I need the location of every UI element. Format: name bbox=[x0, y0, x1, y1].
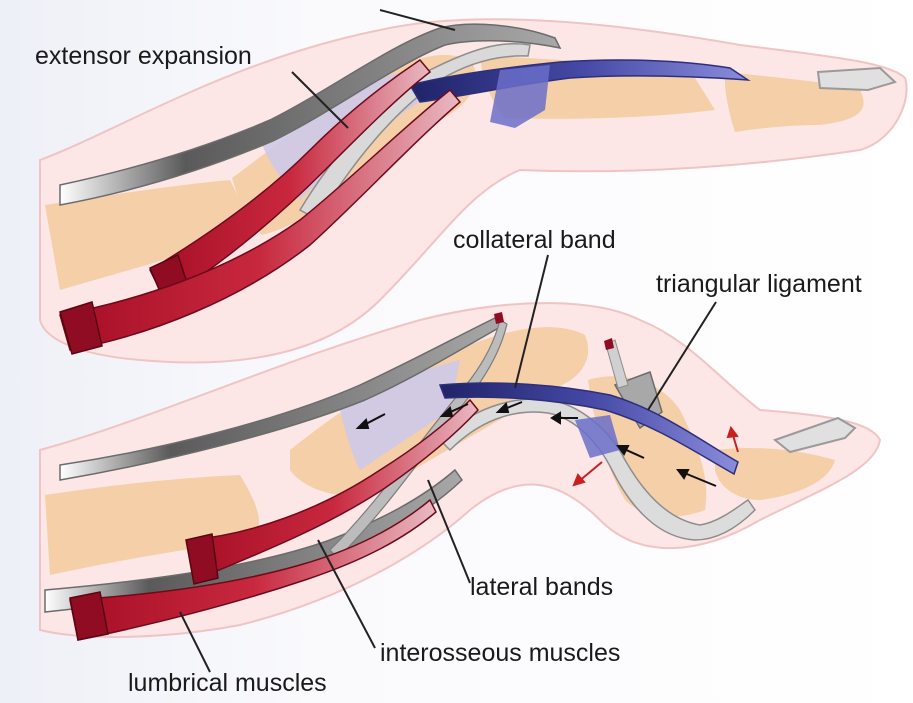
label-lateral-bands: lateral bands bbox=[470, 575, 613, 600]
label-triangular-ligament: triangular ligament bbox=[656, 272, 862, 297]
label-interosseous-muscles: interosseous muscles bbox=[380, 641, 620, 666]
label-lumbrical-muscles: lumbrical muscles bbox=[128, 671, 327, 696]
label-extensor-expansion: extensor expansion bbox=[35, 44, 252, 69]
label-collateral-band: collateral band bbox=[453, 228, 616, 253]
